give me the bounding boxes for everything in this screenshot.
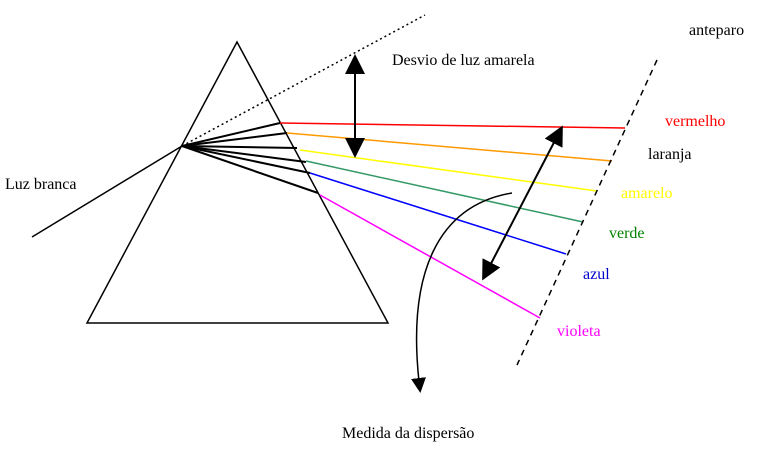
screen-dashed-line	[516, 59, 658, 366]
ray-violeta	[319, 194, 541, 319]
color-label-violeta: violeta	[557, 323, 601, 340]
color-label-laranja: laranja	[648, 146, 692, 163]
internal-rays	[181, 122, 319, 194]
ray-laranja	[286, 132, 613, 162]
color-label-vermelho: vermelho	[665, 113, 726, 130]
undeviated-dotted-line	[181, 14, 426, 147]
ray-vermelho	[279, 122, 626, 129]
dispersion-arrow	[482, 125, 563, 281]
color-label-verde: verde	[609, 225, 645, 242]
color-label-amarelo: amarelo	[621, 185, 673, 202]
dispersion-label: Medida da dispersão	[342, 425, 475, 442]
deviation-label: Desvio de luz amarela	[392, 52, 535, 69]
prism	[85, 40, 390, 324]
screen-label: anteparo	[689, 22, 745, 39]
curved-pointer-arrow	[411, 192, 513, 393]
color-label-azul: azul	[583, 266, 610, 283]
incident-white-ray	[31, 145, 183, 238]
white-light-label: Luz branca	[5, 176, 77, 193]
